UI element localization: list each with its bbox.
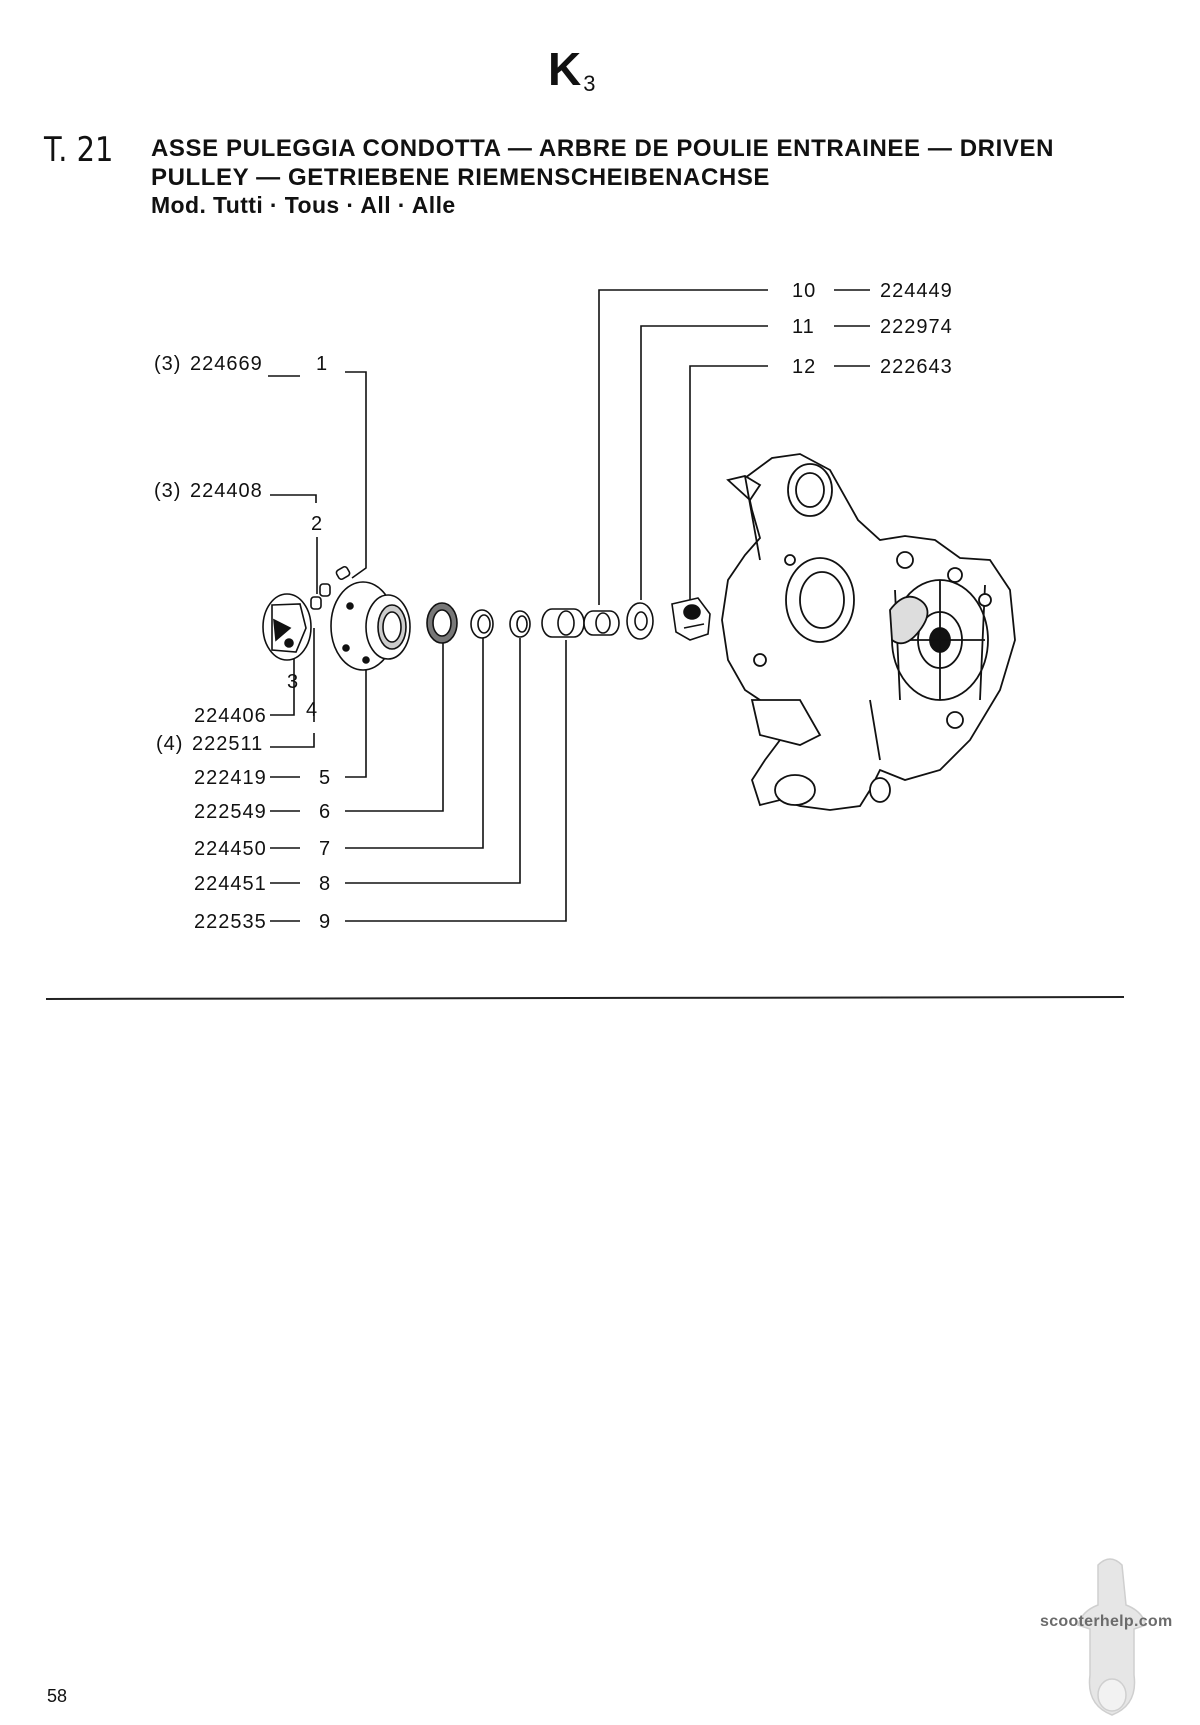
label-ref-11: 11 [792, 316, 815, 338]
part-3-plate [262, 593, 312, 661]
part-7-ring [470, 609, 494, 639]
label-code-1: 224669 [190, 353, 263, 375]
model-applicability: Mod. Tutti · Tous · All · Alle [151, 192, 456, 218]
leader-9 [345, 640, 567, 922]
label-qty-2: (3) [154, 480, 181, 502]
label-ref-12: 12 [792, 356, 816, 378]
label-ref-5: 5 [319, 767, 331, 789]
label-code-4: 222511 [192, 733, 263, 755]
label-code-6: 222549 [194, 801, 267, 823]
label-code-10: 224449 [880, 280, 953, 302]
scooter-logo-icon [1077, 1558, 1147, 1716]
label-ref-9: 9 [319, 911, 331, 933]
title-line-2: PULLEY — GETRIEBENE RIEMENSCHEIBENACHSE [151, 164, 771, 191]
part-2-pin-a [319, 583, 331, 597]
leader-3 [270, 655, 295, 716]
crankcase-housing [721, 453, 1016, 811]
part-4-pin [310, 596, 322, 610]
exploded-parts-diagram: (3) 224669 1 (3) 224408 2 3 224406 4 (4)… [154, 280, 1016, 933]
part-1-screw [335, 565, 351, 581]
leader-4 [270, 733, 315, 748]
leader-5 [345, 670, 367, 778]
label-code-2: 224408 [190, 480, 263, 502]
leader-7 [345, 638, 484, 849]
label-qty-1: (3) [154, 353, 181, 375]
label-ref-2: 2 [311, 513, 323, 535]
table-number: T. 21 [44, 130, 114, 170]
page-number: 58 [47, 1686, 68, 1706]
section-subscript: 3 [583, 71, 596, 96]
leader-10 [598, 289, 768, 605]
page-title: ASSE PULEGGIA CONDOTTA — ARBRE DE POULIE… [151, 134, 1131, 192]
label-qty-4: (4) [156, 733, 183, 755]
label-ref-6: 6 [319, 801, 331, 823]
part-8-ring [509, 610, 531, 638]
title-line-1: ASSE PULEGGIA CONDOTTA — ARBRE DE POULIE… [151, 135, 1055, 162]
label-code-3: 224406 [194, 705, 267, 727]
part-9-sleeve [541, 608, 585, 638]
label-code-11: 222974 [880, 316, 953, 338]
part-12-seal [671, 597, 711, 641]
label-code-7: 224450 [194, 838, 267, 860]
label-ref-4: 4 [306, 699, 318, 721]
leader-11 [640, 325, 768, 600]
label-code-12: 222643 [880, 356, 953, 378]
leader-2 [270, 494, 317, 503]
label-ref-1: 1 [316, 353, 328, 375]
section-code: K3 [548, 43, 596, 96]
label-ref-7: 7 [319, 838, 331, 860]
leader-8 [345, 638, 521, 884]
watermark-text: scooterhelp.com [1040, 1613, 1173, 1630]
leader-1-path [345, 371, 367, 579]
label-ref-3: 3 [287, 671, 299, 693]
part-5-hub [330, 581, 411, 671]
part-10-bush [583, 610, 620, 636]
part-6-bearing [426, 602, 458, 644]
label-code-8: 224451 [194, 873, 267, 895]
label-code-5: 222419 [194, 767, 267, 789]
leader-12 [689, 365, 768, 600]
leader-6 [345, 636, 444, 812]
label-ref-8: 8 [319, 873, 331, 895]
label-ref-10: 10 [792, 280, 816, 302]
label-code-9: 222535 [194, 911, 267, 933]
part-11-washer [626, 602, 654, 640]
